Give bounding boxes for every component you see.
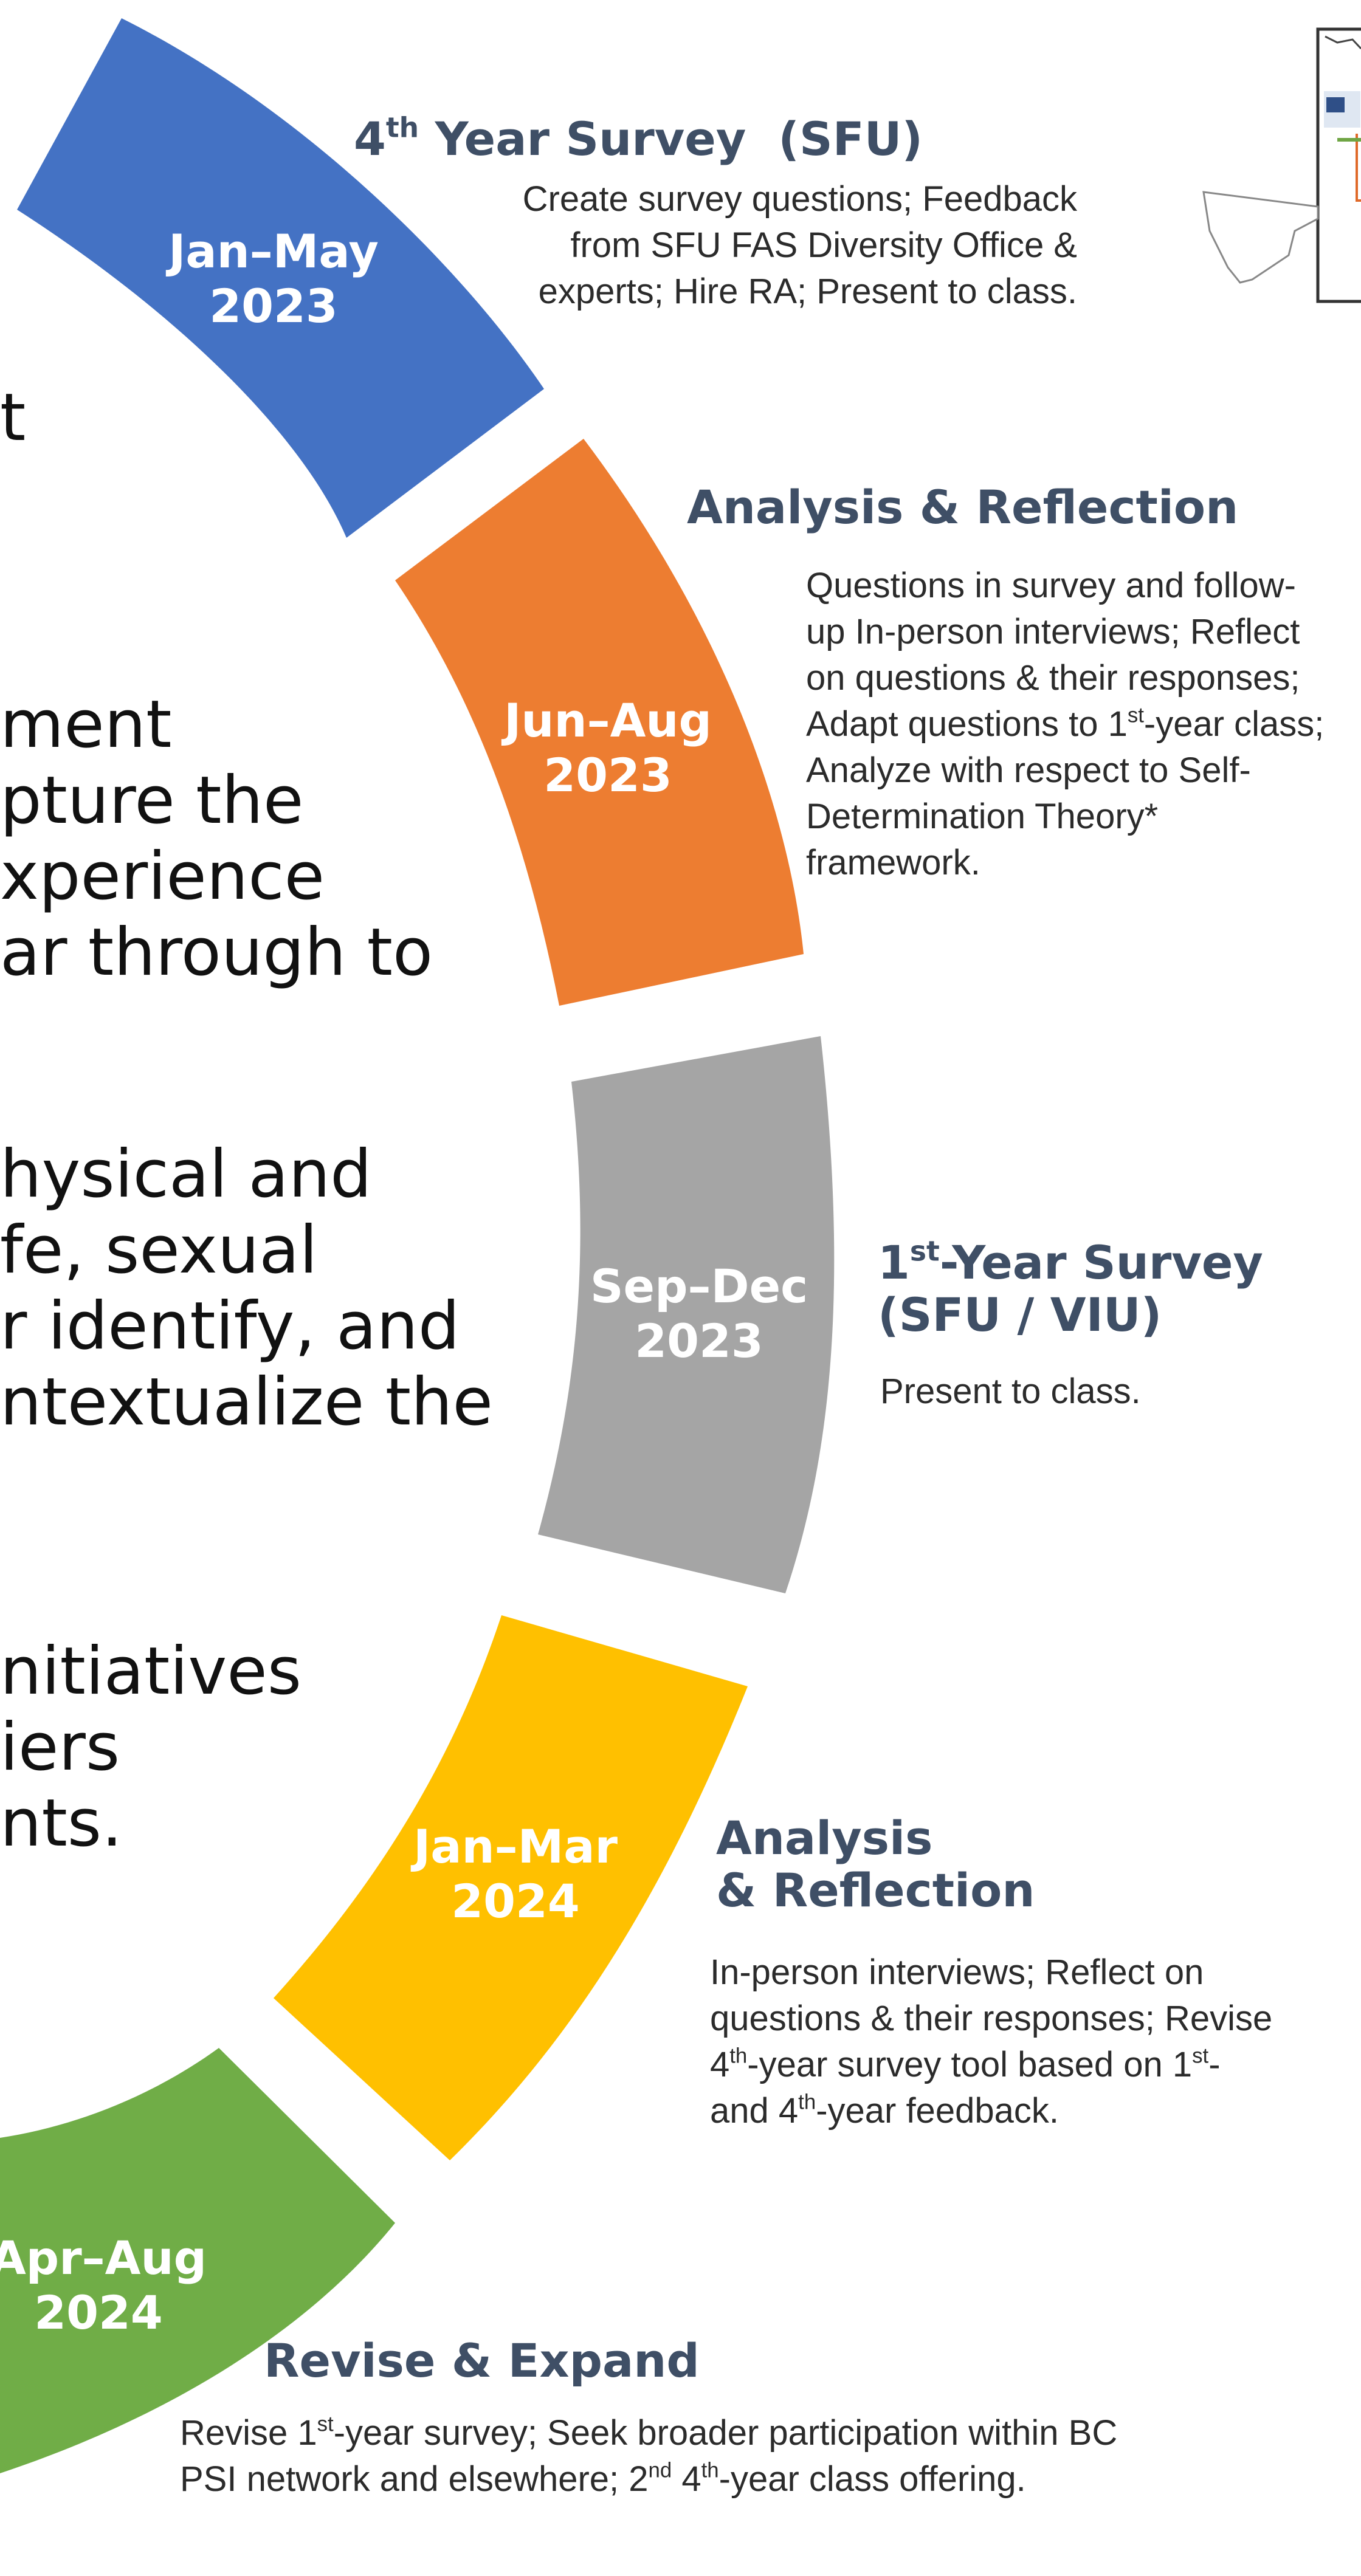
- left-text-line: iers: [0, 1709, 120, 1785]
- left-text-block-1: ment pture the xperience ar through to: [0, 687, 433, 991]
- left-text-line: pture the: [0, 763, 304, 839]
- description-line: on questions & their responses;: [806, 658, 1300, 698]
- segment-jan-mar-year: 2024: [451, 1874, 580, 1928]
- segment-jun-aug-period: Jun–Aug: [501, 693, 712, 747]
- description-line: Determination Theory*: [806, 797, 1159, 836]
- description-line: Adapt questions to 1st-year class;: [806, 703, 1325, 744]
- description-revise-expand: Revise 1st-year survey; Seek broader par…: [180, 2410, 1117, 2502]
- heading-line: 1st-Year Survey: [878, 1235, 1263, 1290]
- segment-jun-aug-2023: [395, 439, 804, 1006]
- description-4th-year-survey: Create survey questions; Feedback from S…: [426, 176, 1077, 315]
- segment-jan-may-year: 2023: [209, 279, 338, 333]
- segment-jan-may-2023: [17, 18, 544, 538]
- segment-apr-aug-year: 2024: [34, 2286, 163, 2340]
- heading-line: & Reflection: [716, 1863, 1035, 1917]
- segment-sep-dec-year: 2023: [635, 1314, 763, 1368]
- heading-analysis-reflection-1: Analysis & Reflection: [687, 480, 1239, 534]
- left-text-line: ntextualize the: [0, 1364, 493, 1440]
- heading-line: (SFU / VIU): [878, 1288, 1162, 1342]
- heading-1st-year-survey: 1st-Year Survey (SFU / VIU): [878, 1237, 1263, 1341]
- left-text-line: xperience: [0, 839, 325, 915]
- left-text-fragment-t: t: [0, 380, 26, 456]
- description-line: and 4th-year feedback.: [710, 2090, 1059, 2131]
- left-text-line: nitiatives: [0, 1633, 301, 1709]
- segment-jan-mar-2024: [274, 1615, 748, 2160]
- left-text-line: r identify, and: [0, 1288, 460, 1364]
- heading-revise-expand: Revise & Expand: [264, 2334, 700, 2388]
- left-text-block-3: nitiatives iers nts.: [0, 1633, 301, 1861]
- description-line: questions & their responses; Revise: [710, 1999, 1273, 2038]
- partial-map-image: [1202, 27, 1361, 303]
- description-line: In-person interviews; Reflect on: [710, 1953, 1204, 1992]
- description-line: 4th-year survey tool based on 1st-: [710, 2044, 1221, 2084]
- segment-sep-dec-2023: [538, 1036, 835, 1593]
- heading-analysis-reflection-2: Analysis & Reflection: [716, 1812, 1035, 1917]
- left-text-line: hysical and: [0, 1136, 372, 1212]
- left-text-line: nts.: [0, 1785, 123, 1861]
- left-text-block-2: hysical and fe, sexual r identify, and n…: [0, 1136, 493, 1440]
- description-analysis-reflection-1: Questions in survey and follow- up In-pe…: [806, 563, 1324, 886]
- description-line: up In-person interviews; Reflect: [806, 612, 1300, 651]
- left-text-line: fe, sexual: [0, 1212, 318, 1288]
- description-line: framework.: [806, 843, 980, 882]
- segment-jan-mar-period: Jan–Mar: [410, 1819, 618, 1874]
- segment-sep-dec-period: Sep–Dec: [590, 1259, 808, 1313]
- description-1st-year-survey: Present to class.: [880, 1372, 1141, 1411]
- left-text-line: ar through to: [0, 915, 433, 991]
- segment-apr-aug-2024: [0, 2048, 395, 2473]
- segment-apr-aug-period: Apr–Aug: [0, 2231, 207, 2285]
- heading-line: Analysis: [716, 1811, 933, 1865]
- description-line: Questions in survey and follow-: [806, 566, 1296, 605]
- segment-jun-aug-year: 2023: [543, 748, 672, 802]
- description-line: PSI network and elsewhere; 2nd 4th-year …: [180, 2458, 1026, 2499]
- description-line: Analyze with respect to Self-: [806, 750, 1251, 790]
- left-text-line: ment: [0, 687, 172, 763]
- description-line: from SFU FAS Diversity Office &: [570, 225, 1077, 265]
- description-line: Revise 1st-year survey; Seek broader par…: [180, 2412, 1118, 2453]
- heading-4th-year-survey: 4th Year Survey (SFU): [354, 111, 923, 166]
- description-analysis-reflection-2: In-person interviews; Reflect on questio…: [710, 1949, 1272, 2134]
- description-line: Create survey questions; Feedback: [522, 179, 1077, 219]
- segment-jan-may-period: Jan–May: [165, 224, 379, 278]
- description-line: experts; Hire RA; Present to class.: [538, 272, 1077, 311]
